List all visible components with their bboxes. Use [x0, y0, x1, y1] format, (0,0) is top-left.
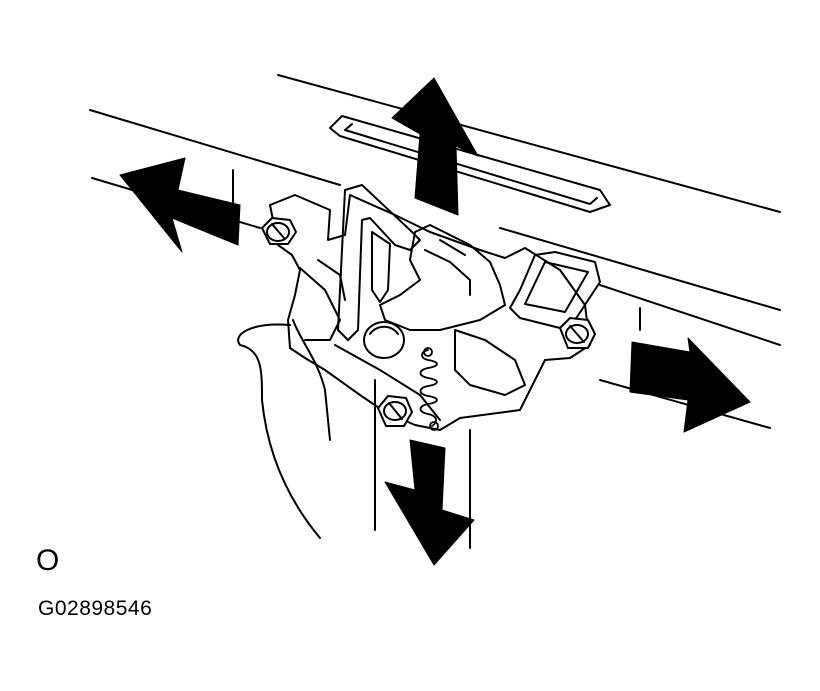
arrow-down-icon — [384, 439, 475, 566]
pivot-rivet — [363, 321, 405, 359]
bolt-upper-left — [261, 217, 297, 245]
bolt-right — [559, 317, 596, 349]
panel-slot — [329, 115, 611, 213]
radiator-support-panel — [89, 74, 781, 429]
bolt-lower — [377, 395, 413, 427]
arrow-right-icon — [629, 337, 751, 433]
arrow-up-icon — [391, 77, 479, 216]
arrow-left-icon — [119, 157, 241, 253]
view-letter: O — [36, 544, 60, 577]
coil-spring — [419, 347, 439, 431]
latch-lever — [379, 224, 506, 331]
latch-hook — [337, 184, 421, 341]
latch-base-plate — [269, 194, 591, 431]
figure-code: G02898546 — [38, 597, 153, 620]
